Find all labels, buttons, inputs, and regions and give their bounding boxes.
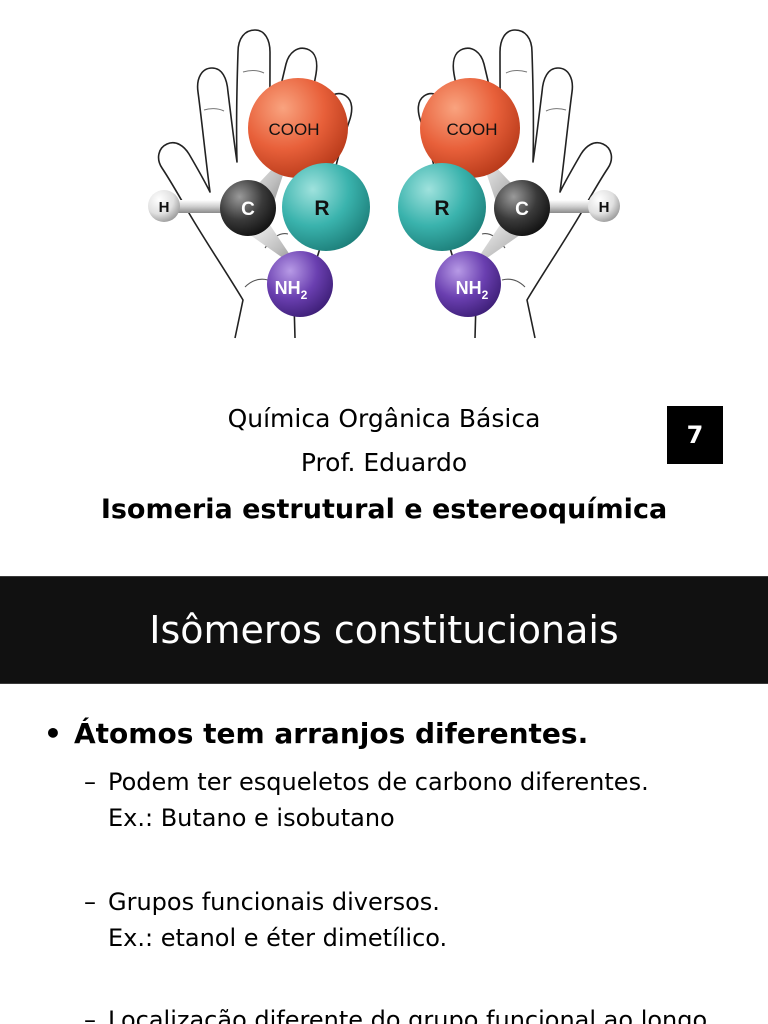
right-hydrogen-label: H bbox=[599, 199, 610, 216]
slide-content: •Átomos tem arranjos diferentes. –Podem … bbox=[0, 684, 768, 1024]
right-nh2-label: NH2 bbox=[456, 278, 489, 302]
section-title: Isômeros constitucionais bbox=[149, 608, 619, 652]
subpoint-3: –Localização diferente do grupo funciona… bbox=[84, 1002, 707, 1024]
right-hydrogen-atom bbox=[588, 190, 620, 222]
subpoint-2: –Grupos funcionais diversos. Ex.: etanol… bbox=[84, 884, 447, 956]
subpoint-2-example: Ex.: etanol e éter dimetílico. bbox=[108, 924, 448, 952]
subpoint-3-text: Localização diferente do grupo funcional… bbox=[108, 1006, 708, 1024]
dash-marker: – bbox=[84, 1006, 96, 1024]
chirality-hands-figure: COOH H C R NH2 COOH H C R NH2 bbox=[148, 29, 620, 339]
left-cooh-atom bbox=[248, 78, 348, 178]
left-nh2-label: NH2 bbox=[275, 278, 308, 302]
right-carbon-atom bbox=[494, 180, 550, 236]
right-nh2-atom bbox=[435, 251, 501, 317]
section-title-banner: Isômeros constitucionais bbox=[0, 576, 768, 684]
left-r-label: R bbox=[314, 197, 329, 220]
left-hand-molecule: COOH H C R NH2 bbox=[148, 29, 370, 339]
right-hand-molecule: COOH H C R NH2 bbox=[398, 29, 620, 339]
dash-marker: – bbox=[84, 768, 96, 796]
subpoint-1-example: Ex.: Butano e isobutano bbox=[108, 804, 395, 832]
left-r-atom bbox=[282, 163, 370, 251]
dash-marker: – bbox=[84, 888, 96, 916]
main-bullet: • Átomos tem arranjos diferentes. bbox=[44, 714, 588, 754]
right-cooh-atom bbox=[420, 78, 520, 178]
main-bullet-text: Átomos tem arranjos diferentes. bbox=[74, 717, 589, 750]
right-r-atom bbox=[398, 163, 486, 251]
left-nh2-atom bbox=[267, 251, 333, 317]
right-cooh-label: COOH bbox=[447, 120, 498, 139]
subpoint-1-text: Podem ter esqueletos de carbono diferent… bbox=[108, 768, 649, 796]
left-cooh-label: COOH bbox=[269, 120, 320, 139]
left-nh2-text: NH bbox=[275, 278, 301, 298]
subpoint-1: –Podem ter esqueletos de carbono diferen… bbox=[84, 764, 649, 836]
lecture-title: Isomeria estrutural e estereoquímica bbox=[100, 494, 668, 525]
left-carbon-atom bbox=[220, 180, 276, 236]
page-number-badge: 7 bbox=[667, 406, 723, 464]
professor-name: Prof. Eduardo bbox=[300, 448, 468, 477]
bullet-dot: • bbox=[44, 717, 62, 750]
left-carbon-label: C bbox=[241, 199, 255, 220]
right-r-label: R bbox=[434, 197, 449, 220]
subpoint-2-text: Grupos funcionais diversos. bbox=[108, 888, 440, 916]
right-nh2-text: NH bbox=[456, 278, 482, 298]
left-hydrogen-atom bbox=[148, 190, 180, 222]
course-title: Química Orgânica Básica bbox=[227, 404, 541, 433]
left-nh2-subscript: 2 bbox=[301, 288, 308, 302]
left-hydrogen-label: H bbox=[159, 199, 170, 216]
right-carbon-label: C bbox=[515, 199, 529, 220]
right-nh2-subscript: 2 bbox=[482, 288, 489, 302]
